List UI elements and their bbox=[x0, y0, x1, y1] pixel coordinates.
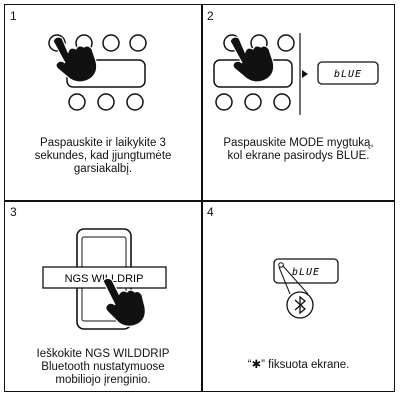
arrow-right-icon bbox=[302, 70, 308, 78]
hand-press-icon bbox=[229, 36, 275, 83]
instruction-grid: 1 Paspauskite ir laikykite 3 sekundes, k… bbox=[4, 4, 395, 392]
step-1-illustration bbox=[48, 34, 147, 111]
device-name-banner bbox=[42, 266, 167, 289]
step-3-illustration: NGS WILLDRIP bbox=[42, 228, 167, 330]
step-caption: Ieškokite NGS WILDDRIP Bluetooth nustaty… bbox=[9, 348, 197, 387]
step-1-panel: 1 Paspauskite ir laikykite 3 sekundes, k… bbox=[5, 5, 201, 200]
step-number: 3 bbox=[10, 205, 17, 219]
step-3-panel: 3 NGS WILLDRIP Ieškokite NGS WILDDRIP Bl… bbox=[5, 201, 201, 391]
hand-tap-icon bbox=[102, 277, 146, 327]
step-2-panel: 2 bLUE Paspauskite MODE mygtuką, kol ekr… bbox=[202, 5, 395, 200]
indicator-dot-icon bbox=[278, 262, 284, 268]
lcd-display-text: bLUE bbox=[292, 267, 320, 278]
caption-line: Bluetooth nustatymuose bbox=[41, 361, 165, 373]
step-caption: “✱” fiksuota ekrane. bbox=[247, 359, 350, 371]
caption-line: kol ekrane pasirodys BLUE. bbox=[227, 150, 370, 162]
step-4-illustration: bLUE bbox=[273, 258, 339, 319]
caption-line: sekundes, kad įjungtumėte bbox=[34, 150, 172, 162]
grid-divider-horizontal bbox=[5, 200, 394, 202]
caption-line: Paspauskite ir laikykite 3 bbox=[40, 137, 166, 149]
caption-line: mobiliojo įrenginio. bbox=[55, 374, 151, 386]
caption-line: Ieškokite NGS WILDDRIP bbox=[36, 348, 170, 360]
step-number: 2 bbox=[207, 9, 214, 23]
grid-divider-vertical bbox=[201, 5, 203, 391]
bluetooth-icon bbox=[294, 295, 307, 315]
step-caption: Paspauskite MODE mygtuką, kol ekrane pas… bbox=[206, 137, 391, 163]
step-2-illustration: bLUE bbox=[213, 33, 379, 115]
lcd-display-text: bLUE bbox=[334, 69, 362, 80]
hand-press-icon bbox=[52, 36, 98, 83]
device-name-text: NGS WILLDRIP bbox=[65, 273, 144, 285]
step-4-panel: 4 bLUE “✱” fiksuota ekrane. bbox=[202, 201, 395, 391]
lcd-display-icon bbox=[317, 61, 379, 85]
caption-line: Paspauskite MODE mygtuką, bbox=[223, 137, 374, 149]
step-caption: Paspauskite ir laikykite 3 sekundes, kad… bbox=[9, 137, 197, 176]
step-number: 1 bbox=[10, 9, 17, 23]
lcd-display-icon bbox=[273, 258, 339, 284]
caption-line: garsiakalbį. bbox=[73, 163, 133, 175]
step-number: 4 bbox=[207, 205, 214, 219]
